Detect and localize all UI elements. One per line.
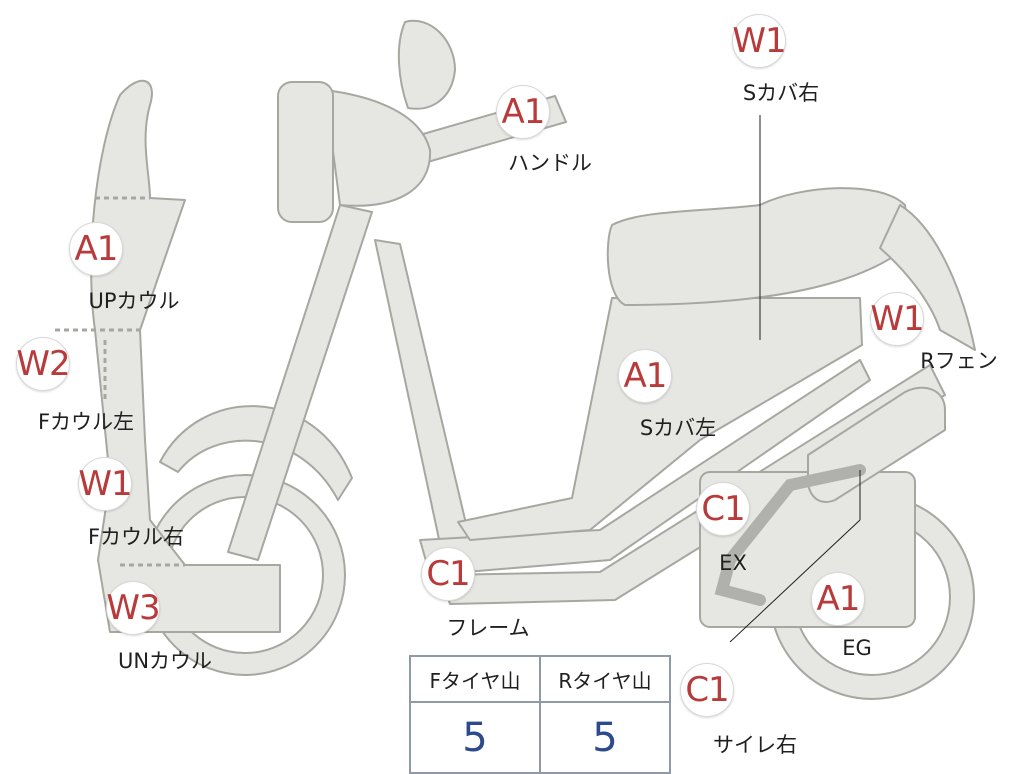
frame-rail (439, 364, 946, 605)
front-fork (227, 204, 373, 561)
label-handle: ハンドル (508, 151, 592, 175)
exhaust-tail (714, 554, 766, 606)
leader-line-muffler (729, 519, 861, 643)
grade-un-cowl: W3 (106, 581, 161, 635)
label-exhaust: EX (719, 551, 747, 575)
grade-s-cover-right: W1 (732, 14, 787, 68)
grade-engine: A1 (811, 572, 865, 626)
grade-exhaust: C1 (696, 482, 750, 536)
label-s-cover-left: Sカバ左 (639, 416, 717, 440)
label-f-cowl-right: Fカウル右 (87, 525, 185, 549)
grade-frame: C1 (421, 547, 475, 601)
headlight-frame (277, 81, 334, 223)
label-un-cowl: UNカウル (117, 649, 213, 673)
label-frame: フレーム (446, 616, 530, 640)
label-engine: EG (842, 636, 872, 660)
label-f-cowl-left: Fカウル左 (37, 410, 135, 434)
grade-f-cowl-left: W2 (16, 337, 71, 391)
label-muffler-right: サイレ右 (713, 733, 797, 757)
grade-r-fender: W1 (870, 292, 925, 346)
grade-f-cowl-right: W1 (78, 457, 133, 511)
label-up-cowl: UPカウル (88, 289, 180, 313)
grade-muffler-right: C1 (680, 663, 734, 717)
grade-up-cowl: A1 (69, 222, 123, 276)
front-tread-value: 5 (409, 701, 541, 774)
tread-value-row: 5 5 (409, 701, 671, 774)
front-cowl (90, 79, 281, 633)
rear-fender-shape (879, 204, 976, 351)
front-tread-header: Fタイヤ山 (409, 655, 541, 703)
grade-s-cover-left: A1 (618, 349, 672, 403)
seat (606, 187, 911, 306)
grade-handle: A1 (496, 85, 550, 139)
side-cover (457, 297, 863, 541)
rear-tread-value: 5 (539, 701, 671, 774)
tire-tread-table: Fタイヤ山 Rタイヤ山 5 5 (409, 655, 671, 774)
exhaust-pipe (724, 464, 866, 566)
front-fender (159, 405, 353, 501)
label-s-cover-right: Sカバ右 (742, 81, 820, 105)
rear-tread-header: Rタイヤ山 (539, 655, 671, 703)
mirror (397, 19, 456, 110)
tread-header-row: Fタイヤ山 Rタイヤ山 (409, 655, 671, 703)
headlight (324, 89, 432, 207)
label-r-fender: Rフェン (920, 349, 998, 373)
